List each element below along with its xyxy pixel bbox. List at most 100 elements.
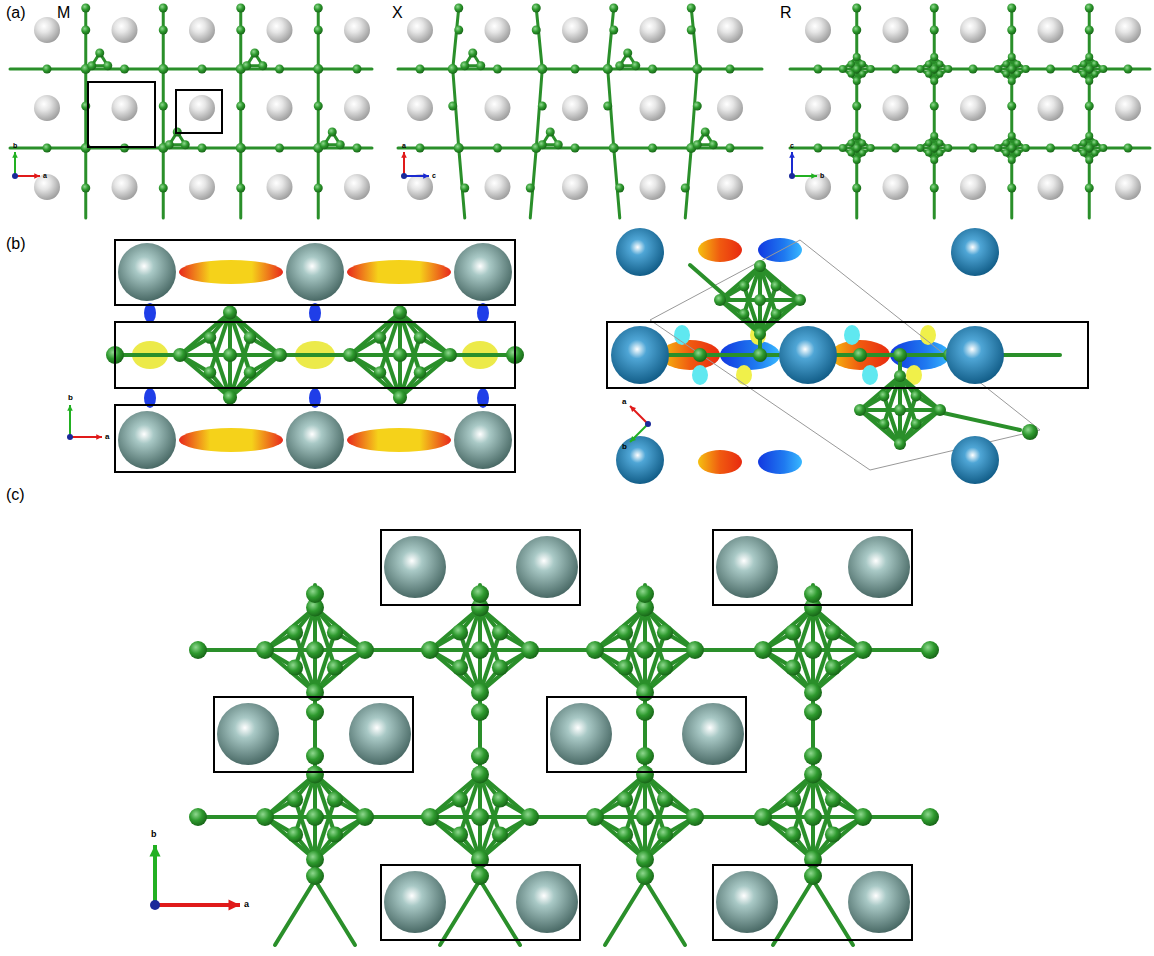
green-atom — [414, 331, 427, 344]
metal-atom — [485, 174, 511, 200]
axis-arrowhead — [630, 406, 636, 412]
metal-atom — [562, 17, 588, 43]
green-atom — [636, 808, 654, 826]
green-atom — [1124, 144, 1133, 153]
green-atom — [526, 184, 535, 193]
green-atom — [275, 65, 284, 74]
green-atom — [1085, 132, 1093, 140]
metal-atom — [189, 17, 215, 43]
green-atom — [852, 4, 861, 13]
metal-atom — [716, 871, 778, 933]
green-atom — [306, 851, 324, 869]
panel-label: (b) — [6, 236, 26, 252]
green-atom — [236, 102, 245, 111]
green-atom — [244, 366, 257, 379]
green-atom — [1085, 102, 1094, 111]
green-atom — [120, 65, 129, 74]
metal-atom — [34, 174, 60, 200]
green-atom — [852, 102, 861, 111]
green-atom — [1022, 424, 1038, 440]
bond-line — [315, 880, 355, 945]
metal-atom — [485, 17, 511, 43]
green-atom — [244, 331, 257, 344]
green-atom — [454, 4, 463, 13]
green-atom — [314, 102, 323, 111]
panel-label: (c) — [6, 487, 25, 503]
green-atom — [460, 61, 469, 70]
green-atom — [236, 26, 245, 35]
green-atom — [314, 4, 323, 13]
bond-line — [813, 880, 853, 945]
metal-atom — [951, 228, 999, 276]
green-atom — [416, 65, 425, 74]
green-atom — [1085, 77, 1093, 85]
green-atom — [636, 703, 654, 721]
green-atom — [353, 65, 362, 74]
metal-atom — [118, 411, 176, 469]
green-atom — [930, 65, 938, 73]
green-atom — [894, 438, 906, 450]
green-atom — [181, 140, 190, 149]
green-atom — [693, 140, 702, 149]
green-atom — [693, 102, 702, 111]
green-atom — [571, 65, 580, 74]
green-atom — [173, 348, 187, 362]
green-atom — [921, 808, 939, 826]
green-atom — [853, 348, 867, 362]
green-atom — [223, 391, 237, 405]
green-atom — [726, 65, 735, 74]
green-atom — [374, 366, 387, 379]
metal-atom — [1115, 95, 1141, 121]
green-atom — [571, 144, 580, 153]
metal-atom — [550, 703, 612, 765]
metal-atom — [407, 95, 433, 121]
charge-density-lobe — [758, 450, 802, 474]
metal-atom — [779, 326, 837, 384]
green-atom — [1007, 102, 1016, 111]
green-atom — [198, 65, 207, 74]
green-atom — [1085, 4, 1094, 13]
highlight-box — [214, 697, 413, 772]
green-atom — [804, 747, 822, 765]
green-atom — [687, 4, 696, 13]
green-atom — [537, 64, 547, 74]
bond-line — [691, 8, 697, 69]
green-atom — [854, 404, 866, 416]
bond-line — [614, 148, 620, 218]
green-atom — [492, 624, 508, 640]
green-atom — [1099, 65, 1107, 73]
axis-arrowhead — [228, 899, 240, 910]
green-atom — [103, 61, 112, 70]
green-atom — [921, 641, 939, 659]
green-atom — [657, 659, 673, 675]
green-atom — [393, 348, 407, 362]
axis-label: a — [402, 142, 406, 149]
panel-label: R — [780, 5, 792, 21]
green-atom — [617, 791, 633, 807]
panel-label: X — [392, 5, 403, 21]
axis-label: b — [151, 830, 157, 839]
green-atom — [804, 585, 822, 603]
green-atom — [636, 766, 654, 784]
axis-label: b — [820, 172, 824, 179]
axis-arrowhead — [149, 845, 160, 857]
green-atom — [1007, 26, 1016, 35]
metal-atom — [1038, 95, 1064, 121]
green-atom — [994, 65, 1002, 73]
green-atom — [314, 184, 323, 193]
bond-line — [645, 880, 685, 945]
charge-density-lobe — [844, 325, 860, 345]
green-atom — [804, 684, 822, 702]
green-atom — [911, 391, 922, 402]
highlight-box — [547, 697, 746, 772]
green-atom — [930, 156, 938, 164]
green-atom — [306, 867, 324, 885]
metal-atom — [286, 243, 344, 301]
green-atom — [754, 328, 766, 340]
bond-line — [239, 148, 242, 218]
green-atom — [894, 404, 906, 416]
highlight-box — [115, 322, 515, 388]
green-atom — [492, 826, 508, 842]
axis-label: c — [432, 172, 436, 179]
